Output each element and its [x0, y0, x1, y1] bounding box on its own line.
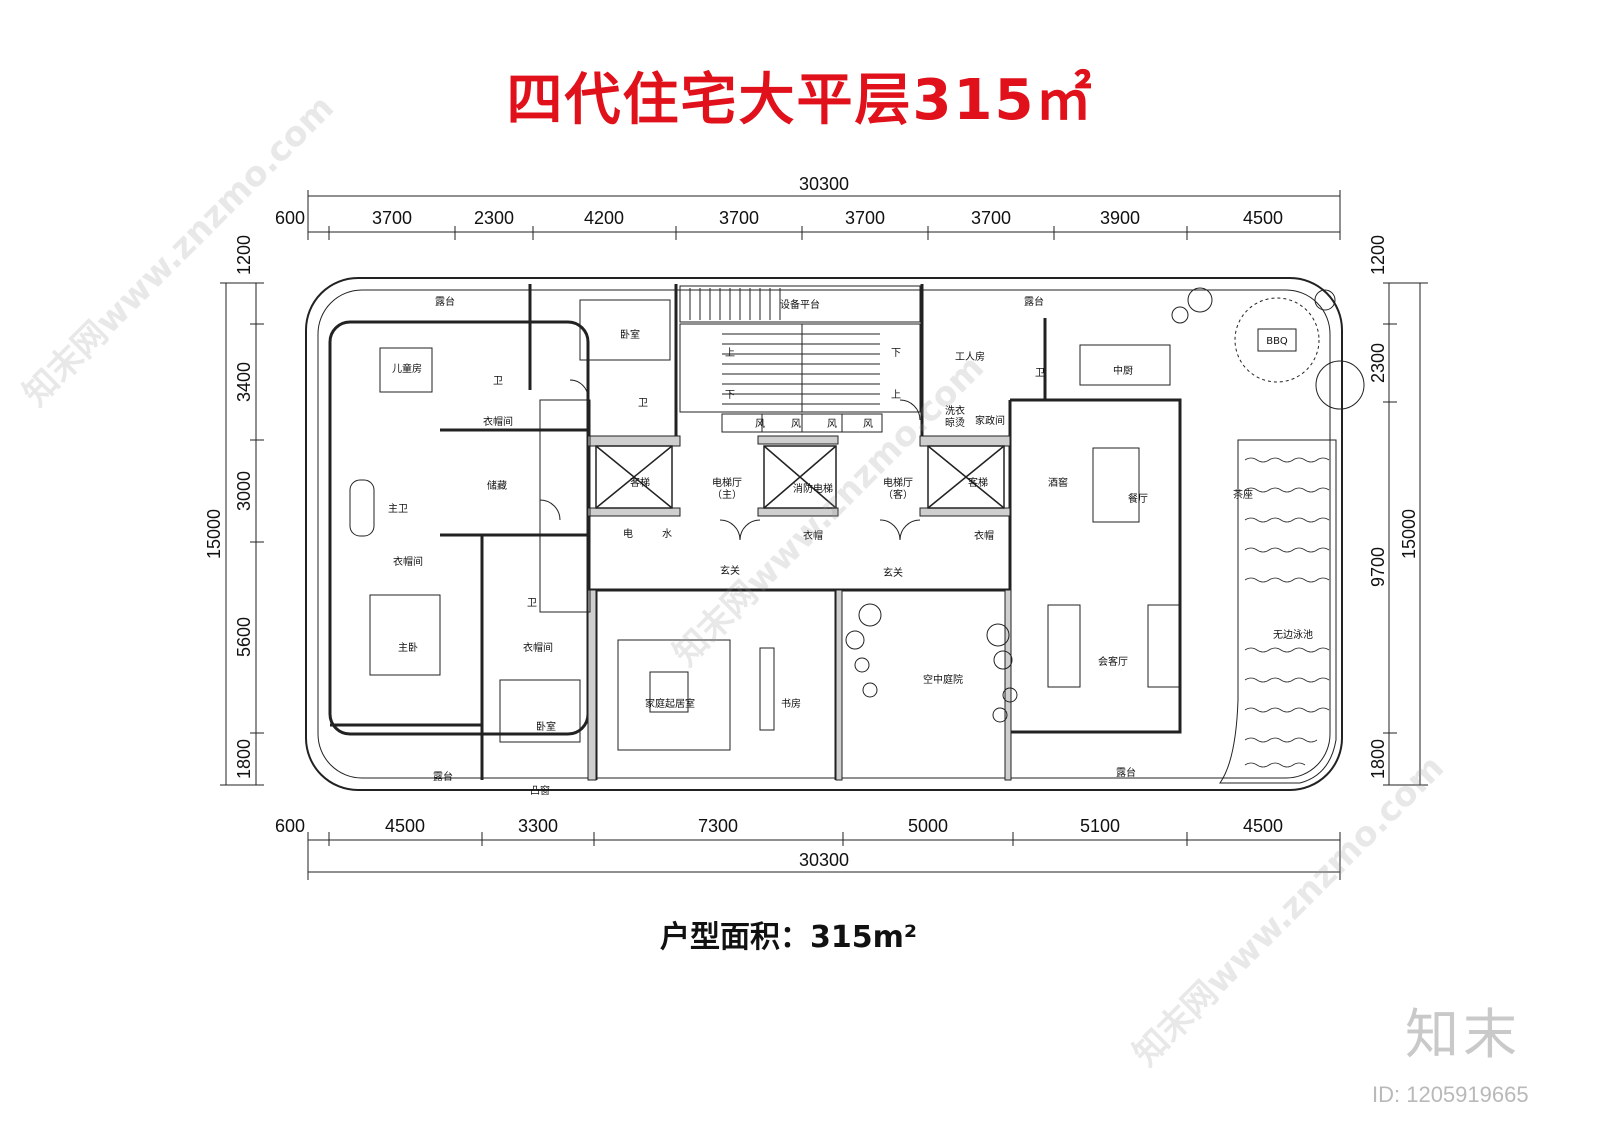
label-bath-n: 卫 — [638, 398, 648, 409]
dim-bottom-3: 7300 — [698, 816, 738, 836]
label-closet-2: 衣帽间 — [393, 555, 423, 568]
label-kids: 儿童房 — [392, 362, 422, 375]
label-kitchen: 中厨 — [1113, 364, 1133, 377]
label-elec: 电 — [623, 527, 633, 540]
dim-left-1: 3400 — [234, 362, 254, 402]
dim-top-4: 3700 — [719, 208, 759, 228]
label-master: 主卧 — [398, 641, 418, 654]
dim-bottom-0: 600 — [275, 816, 305, 836]
dim-top-8: 4500 — [1243, 208, 1283, 228]
elevators — [595, 445, 1005, 509]
dim-top-7: 3900 — [1100, 208, 1140, 228]
label-wind-3: 风 — [827, 418, 837, 430]
label-pool: 无边泳池 — [1273, 628, 1313, 641]
dim-bottom-5: 5100 — [1080, 816, 1120, 836]
label-lift-hall-guest: 电梯厅（客） — [883, 476, 913, 501]
label-closet-3: 衣帽间 — [523, 641, 553, 654]
dim-right-0: 1200 — [1368, 235, 1388, 275]
dim-top-6: 3700 — [971, 208, 1011, 228]
dim-left-3: 5600 — [234, 617, 254, 657]
dim-top-0: 600 — [275, 208, 305, 228]
label-wind-2: 风 — [791, 418, 801, 430]
page-title: 四代住宅大平层315㎡ — [506, 68, 1094, 133]
label-master-bath: 主卫 — [388, 503, 408, 515]
label-wine: 酒窖 — [1048, 476, 1068, 489]
label-elevator-2: 客梯 — [968, 476, 988, 489]
label-reception: 会客厅 — [1098, 655, 1128, 668]
label-laundry: 洗衣晾烫 — [945, 404, 965, 429]
dimension-lines — [220, 190, 1428, 880]
label-stair-dn-1: 下 — [891, 348, 901, 359]
dim-right-1: 2300 — [1368, 343, 1388, 383]
label-terrace-ne: 露台 — [1024, 295, 1044, 308]
label-stair-up-1: 上 — [725, 347, 735, 359]
label-bedroom-n: 卧室 — [620, 328, 640, 341]
label-family-room: 家庭起居室 — [645, 697, 695, 710]
label-wind-1: 风 — [755, 418, 765, 430]
label-bath-servant: 卫 — [1035, 368, 1045, 379]
label-closet-1: 衣帽间 — [483, 415, 513, 428]
label-elevator-1: 客梯 — [630, 476, 650, 489]
doors — [539, 379, 921, 541]
dim-top-5: 3700 — [845, 208, 885, 228]
label-equipment: 设备平台 — [780, 298, 820, 311]
label-lift-hall-main: 电梯厅（主） — [712, 476, 742, 501]
label-cloak-1: 衣帽 — [803, 529, 823, 542]
label-dining: 餐厅 — [1128, 492, 1148, 505]
label-cloak-2: 衣帽 — [974, 529, 994, 542]
columns — [539, 399, 1012, 781]
label-bedroom-s: 卧室 — [536, 720, 556, 733]
dim-bottom-total: 30300 — [799, 850, 849, 870]
stairs — [679, 285, 921, 433]
label-stair-dn-2: 下 — [725, 390, 735, 401]
label-bath-w: 卫 — [527, 598, 537, 609]
label-bbq: BBQ — [1266, 336, 1288, 347]
dim-bottom-2: 3300 — [518, 816, 558, 836]
dim-left-2: 3000 — [234, 471, 254, 511]
dim-right-total: 15000 — [1399, 509, 1419, 559]
label-terrace-sw: 露台 — [433, 770, 453, 783]
plants — [845, 287, 1365, 723]
label-servant: 工人房 — [955, 350, 985, 363]
bbq-area — [1234, 297, 1320, 383]
label-storage: 储藏 — [487, 479, 507, 492]
area-caption: 户型面积：315m² — [660, 920, 918, 955]
brand-watermark: 知末 — [1405, 1003, 1521, 1066]
dim-right-3: 1800 — [1368, 739, 1388, 779]
label-foyer-2: 玄关 — [883, 566, 903, 579]
label-stair-up-2: 上 — [891, 389, 901, 401]
label-bay: 凸窗 — [530, 784, 550, 797]
dim-bottom-1: 4500 — [385, 816, 425, 836]
dimension-labels: 30300 600 3700 2300 4200 3700 3700 3700 … — [204, 174, 1419, 870]
label-tea: 茶座 — [1233, 488, 1253, 501]
dim-left-total: 15000 — [204, 509, 224, 559]
label-wind-4: 风 — [863, 418, 873, 430]
label-sky-garden: 空中庭院 — [923, 673, 963, 686]
label-housekeeping: 家政间 — [975, 414, 1005, 427]
label-terrace-se: 露台 — [1116, 766, 1136, 779]
dim-left-0: 1200 — [234, 235, 254, 275]
pool — [1219, 439, 1337, 784]
dim-left-4: 1800 — [234, 739, 254, 779]
label-foyer-1: 玄关 — [720, 564, 740, 577]
dim-top-3: 4200 — [584, 208, 624, 228]
image-id: ID: 1205919665 — [1372, 1082, 1529, 1107]
dim-top-total: 30300 — [799, 174, 849, 194]
label-study: 书房 — [781, 697, 801, 710]
dim-right-2: 9700 — [1368, 547, 1388, 587]
dim-top-2: 2300 — [474, 208, 514, 228]
building-outline — [305, 277, 1343, 791]
furniture — [349, 299, 1181, 751]
dim-top-1: 3700 — [372, 208, 412, 228]
room-labels: 露台 设备平台 露台 儿童房 卫 卧室 卫 上 下 下 上 风 风 风 风 工人… — [388, 295, 1313, 797]
dim-bottom-6: 4500 — [1243, 816, 1283, 836]
label-bath-kids: 卫 — [493, 376, 503, 387]
label-fire-elevator: 消防电梯 — [793, 482, 833, 495]
label-water: 水 — [662, 528, 672, 540]
label-terrace-nw: 露台 — [435, 295, 455, 308]
dim-bottom-4: 5000 — [908, 816, 948, 836]
walls — [328, 284, 1182, 780]
